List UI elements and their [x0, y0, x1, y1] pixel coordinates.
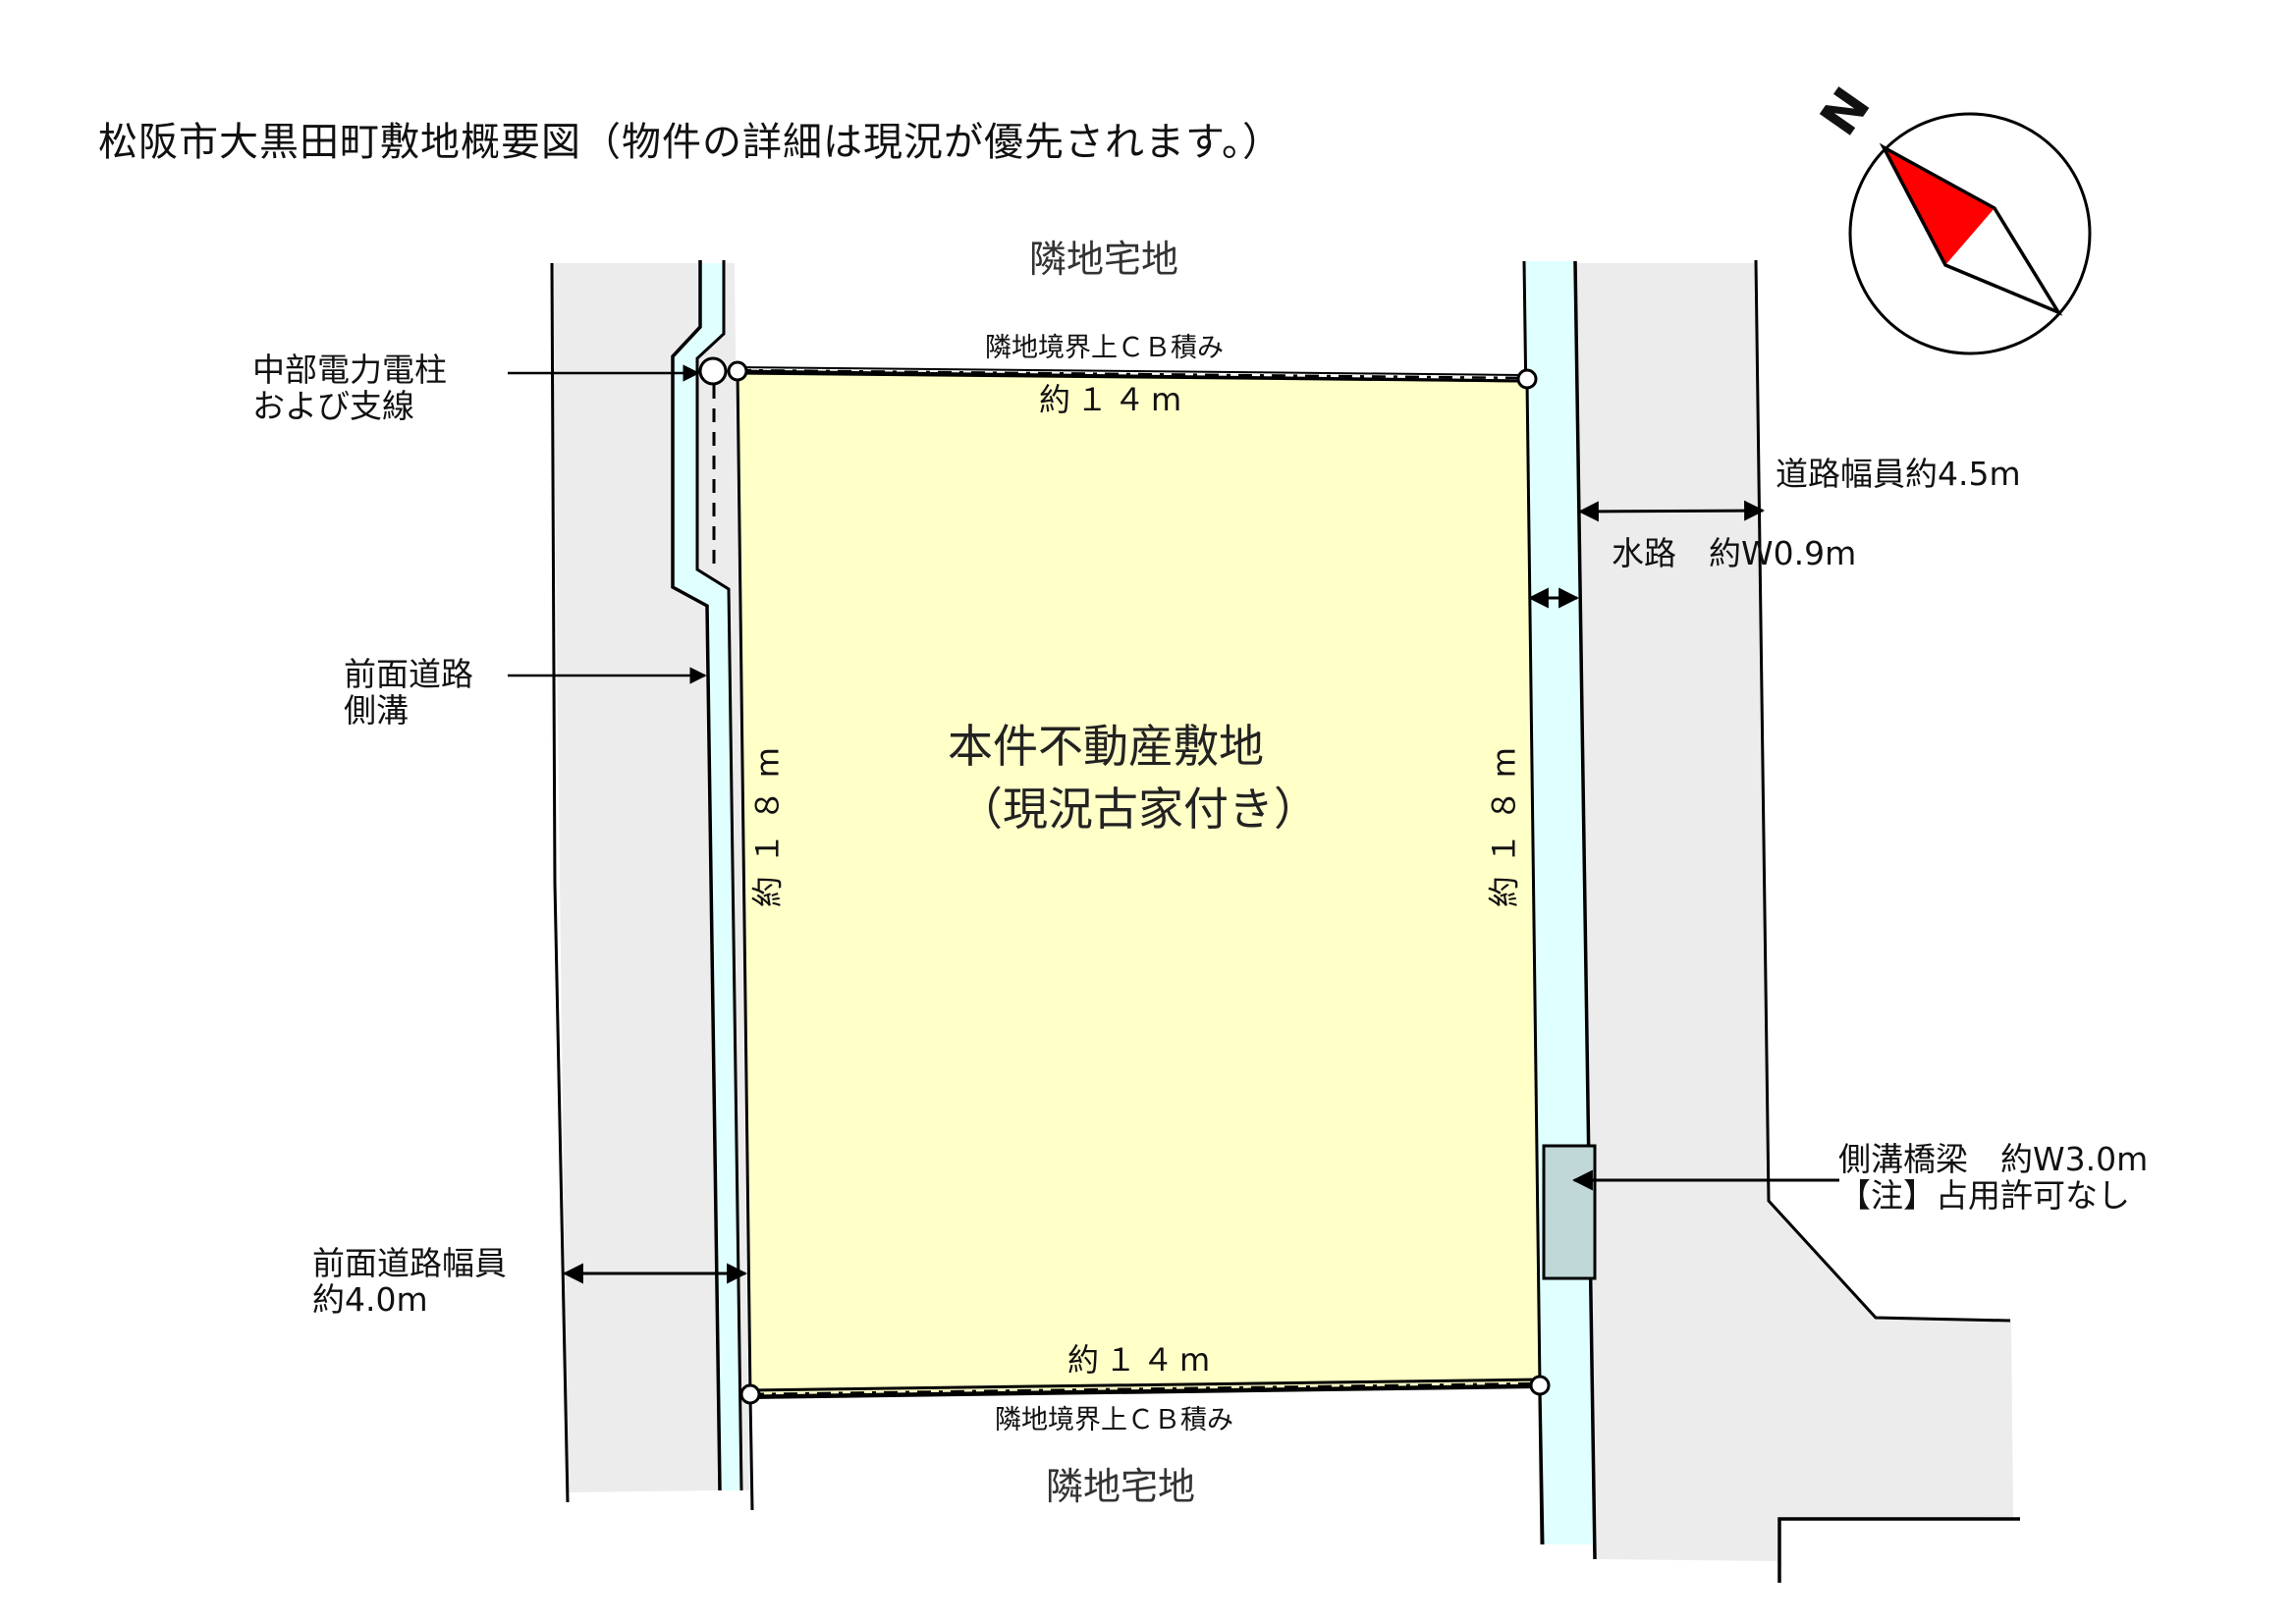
north-cb-wall: [737, 366, 1528, 383]
front-ditch-callout-line1: 前面道路: [344, 655, 473, 693]
power-pole-callout: 中部電力電柱 および支線: [252, 352, 447, 424]
lot-label: 本件不動産敷地 （現況古家付き）: [948, 715, 1319, 840]
bridge-callout-line1: 側溝橋梁 約W3.0m: [1838, 1140, 2149, 1178]
power-pole-callout-line2: および支線: [252, 387, 414, 425]
property-lot: [736, 369, 1542, 1398]
west-road-shoulder: [697, 263, 749, 1490]
power-pole-icon: [698, 356, 728, 386]
lot-east-extension: [1538, 1384, 1545, 1545]
south-wall-note: 隣地境界上ＣＢ積み: [995, 1405, 1233, 1435]
west-front-road: [552, 263, 720, 1492]
west-side-ditch: [673, 263, 741, 1490]
bridge-callout-line2: 【注】占用許可なし: [1838, 1176, 2130, 1215]
lot-right-depth: 約１８m: [1485, 735, 1523, 908]
front-ditch-callout: 前面道路 側溝: [344, 656, 473, 729]
west-ditch-outer-line: [671, 260, 722, 1491]
lot-bottom-width: 約１４m: [1067, 1341, 1217, 1379]
lot-corner-nw: [727, 360, 748, 382]
ditch-bridge: [1542, 1144, 1597, 1280]
east-road-corner-line: [1777, 1517, 2020, 1583]
west-ditch-inner-line: [695, 260, 743, 1491]
east-waterway-right-line: [1573, 260, 1597, 1560]
east-road-edge-line: [1754, 259, 2011, 1323]
front-road-width-callout: 前面道路幅員 約4.0m: [312, 1245, 507, 1318]
east-road-width-label: 道路幅員約4.5m: [1776, 455, 2021, 493]
compass-north-needle: [1884, 147, 1995, 265]
compass-icon: [1848, 112, 2092, 355]
page-title: 松阪市大黒田町敷地概要図（物件の詳細は現況が優先されます。）: [98, 120, 1283, 165]
north-wall-note: 隣地境界上ＣＢ積み: [985, 333, 1224, 363]
lot-corner-sw: [739, 1383, 761, 1405]
lot-corner-ne: [1516, 368, 1538, 390]
front-ditch-callout-line2: 側溝: [344, 691, 409, 730]
lot-left-depth: 約１８m: [748, 735, 787, 908]
north-neighbor-label: 隣地宅地: [1029, 238, 1179, 281]
waterway-width-label: 水路 約W0.9m: [1612, 534, 1857, 572]
west-road-edge-line: [550, 262, 570, 1503]
front-road-width-line1: 前面道路幅員: [312, 1244, 507, 1282]
lot-top-width: 約１４m: [1039, 381, 1188, 418]
south-neighbor-label: 隣地宅地: [1046, 1465, 1196, 1508]
lot-corner-se: [1529, 1375, 1551, 1396]
south-cb-wall: [749, 1378, 1541, 1399]
front-road-width-line2: 約4.0m: [312, 1280, 428, 1319]
east-road: [1576, 263, 2013, 1561]
lot-west-extension: [748, 1395, 754, 1511]
lot-label-line2: （現況古家付き）: [957, 783, 1319, 836]
bridge-callout: 側溝橋梁 約W3.0m 【注】占用許可なし: [1838, 1141, 2148, 1214]
lot-label-line1: 本件不動産敷地: [948, 720, 1264, 773]
east-road-width-arrow: [1577, 500, 1766, 522]
power-pole-callout-line1: 中部電力電柱: [252, 351, 447, 389]
